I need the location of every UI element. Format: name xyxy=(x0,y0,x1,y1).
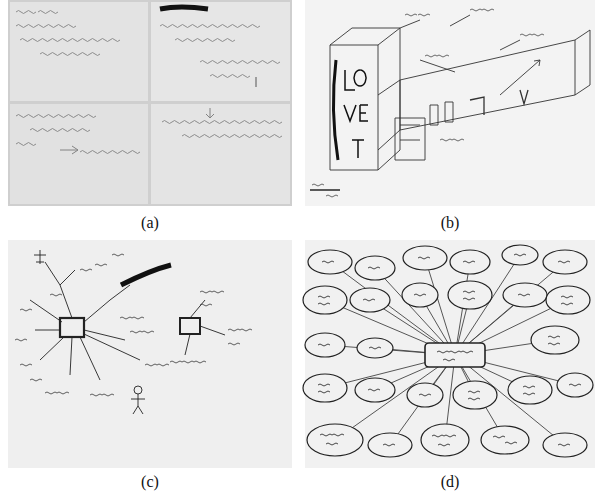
panel-label: (a) xyxy=(139,214,161,232)
photo-b xyxy=(305,0,595,206)
photo-c xyxy=(8,240,292,468)
panel-label: (d) xyxy=(439,473,462,491)
panel-label: (c) xyxy=(139,473,161,491)
panel-label: (b) xyxy=(439,214,462,232)
photo-a xyxy=(8,0,292,206)
photo-d xyxy=(303,240,595,468)
